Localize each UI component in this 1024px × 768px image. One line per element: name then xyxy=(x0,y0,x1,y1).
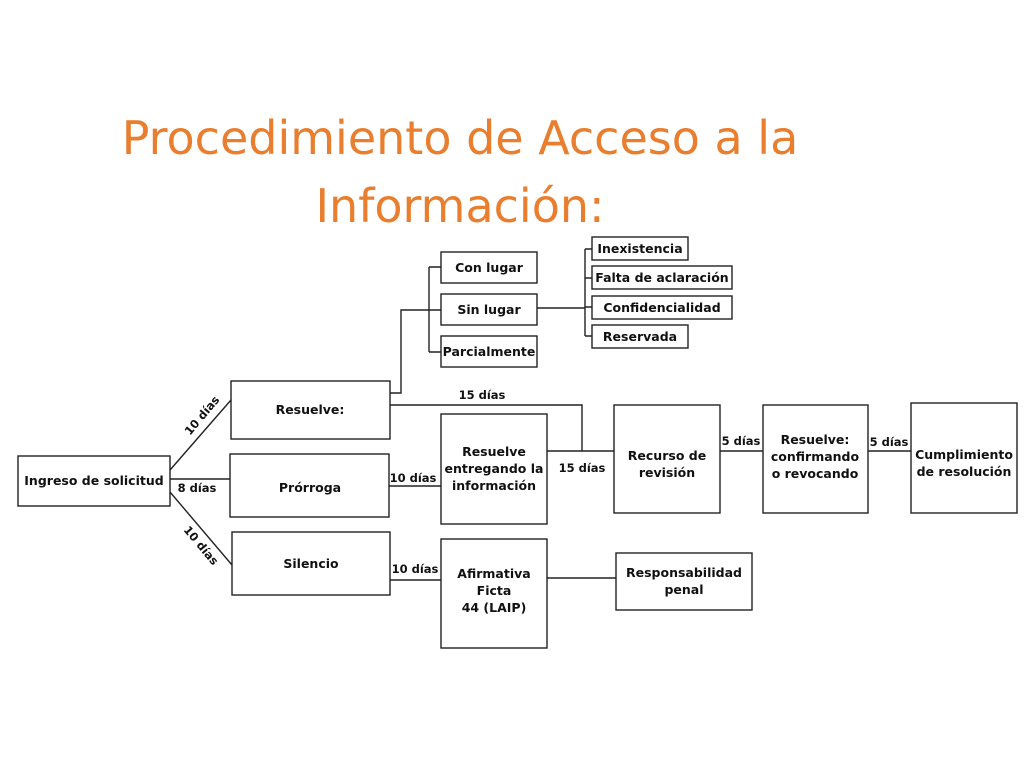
node-resuelve: Resuelve: xyxy=(230,380,391,440)
node-resuelve-confirmando-line2: confirmando xyxy=(771,449,860,464)
node-recurso-revision: Recurso de revisión xyxy=(613,404,721,514)
title-line-1: Procedimiento de Acceso a la xyxy=(121,111,799,165)
node-inexistencia: Inexistencia xyxy=(591,236,689,261)
node-resuelve-entregando-line3: información xyxy=(452,478,536,493)
label-confirma-cumple: 5 días xyxy=(870,435,909,449)
node-silencio: Silencio xyxy=(231,531,391,596)
node-responsabilidad-line1: Responsabilidad xyxy=(626,565,742,580)
edge-resuelve-options xyxy=(390,266,441,394)
node-silencio-label: Silencio xyxy=(283,556,339,571)
node-confidencialidad: Confidencialidad xyxy=(591,295,733,320)
node-resuelve-label: Resuelve: xyxy=(276,402,345,417)
node-cumplimiento-line1: Cumplimiento xyxy=(915,447,1013,462)
node-prorroga: Prórroga xyxy=(229,453,390,518)
node-parcialmente-label: Parcialmente xyxy=(443,344,536,359)
node-sin-lugar: Sin lugar xyxy=(440,293,538,326)
node-resuelve-entregando-line2: entregando la xyxy=(445,461,544,476)
node-responsabilidad-line2: penal xyxy=(664,582,703,597)
node-reservada: Reservada xyxy=(591,324,689,349)
edge-resuelve-recurso xyxy=(390,404,583,451)
node-recurso-revision-line2: revisión xyxy=(639,465,695,480)
node-afirmativa-ficta-line2: Ficta xyxy=(477,583,512,598)
edge-ingreso-resuelve xyxy=(169,399,232,471)
edge-ingreso-silencio xyxy=(169,491,233,566)
label-to-recurso-top: 15 días xyxy=(459,388,506,402)
node-parcialmente: Parcialmente xyxy=(440,335,538,368)
node-con-lugar-label: Con lugar xyxy=(455,260,524,275)
node-resuelve-confirmando: Resuelve: confirmando o revocando xyxy=(762,404,869,514)
node-recurso-revision-line1: Recurso de xyxy=(628,448,706,463)
title-line-2: Información: xyxy=(315,179,605,233)
label-entrega-recurso: 15 días xyxy=(559,461,606,475)
node-ingreso-label: Ingreso de solicitud xyxy=(24,473,163,488)
connector-lines xyxy=(169,248,911,581)
label-recurso-confirma: 5 días xyxy=(722,434,761,448)
node-ingreso: Ingreso de solicitud xyxy=(17,455,171,507)
node-con-lugar: Con lugar xyxy=(440,251,538,284)
node-inexistencia-label: Inexistencia xyxy=(597,241,682,256)
node-responsabilidad-penal: Responsabilidad penal xyxy=(615,552,753,611)
edge-sinlugar-reasons xyxy=(537,248,592,337)
node-cumplimiento: Cumplimiento de resolución xyxy=(910,402,1018,514)
node-cumplimiento-line2: de resolución xyxy=(917,464,1012,479)
node-prorroga-label: Prórroga xyxy=(279,480,341,495)
node-falta-aclaracion: Falta de aclaración xyxy=(591,265,733,290)
node-afirmativa-ficta-line1: Afirmativa xyxy=(457,566,530,581)
node-afirmativa-ficta: Afirmativa Ficta 44 (LAIP) xyxy=(440,538,548,649)
node-reservada-label: Reservada xyxy=(603,329,677,344)
page-title: Procedimiento de Acceso a la Información… xyxy=(0,104,920,240)
node-confidencialidad-label: Confidencialidad xyxy=(603,300,720,315)
node-resuelve-confirmando-line1: Resuelve: xyxy=(781,432,850,447)
node-resuelve-entregando-line1: Resuelve xyxy=(462,444,526,459)
label-to-resuelve: 10 días xyxy=(182,393,223,438)
label-to-prorroga: 8 días xyxy=(178,481,217,495)
node-sin-lugar-label: Sin lugar xyxy=(457,302,521,317)
node-resuelve-entregando: Resuelve entregando la información xyxy=(440,413,548,525)
node-resuelve-confirmando-line3: o revocando xyxy=(772,466,859,481)
node-falta-aclaracion-label: Falta de aclaración xyxy=(595,270,728,285)
label-silencio-ficta: 10 días xyxy=(392,562,439,576)
label-prorroga-entrega: 10 días xyxy=(390,471,437,485)
node-afirmativa-ficta-line3: 44 (LAIP) xyxy=(462,600,527,615)
